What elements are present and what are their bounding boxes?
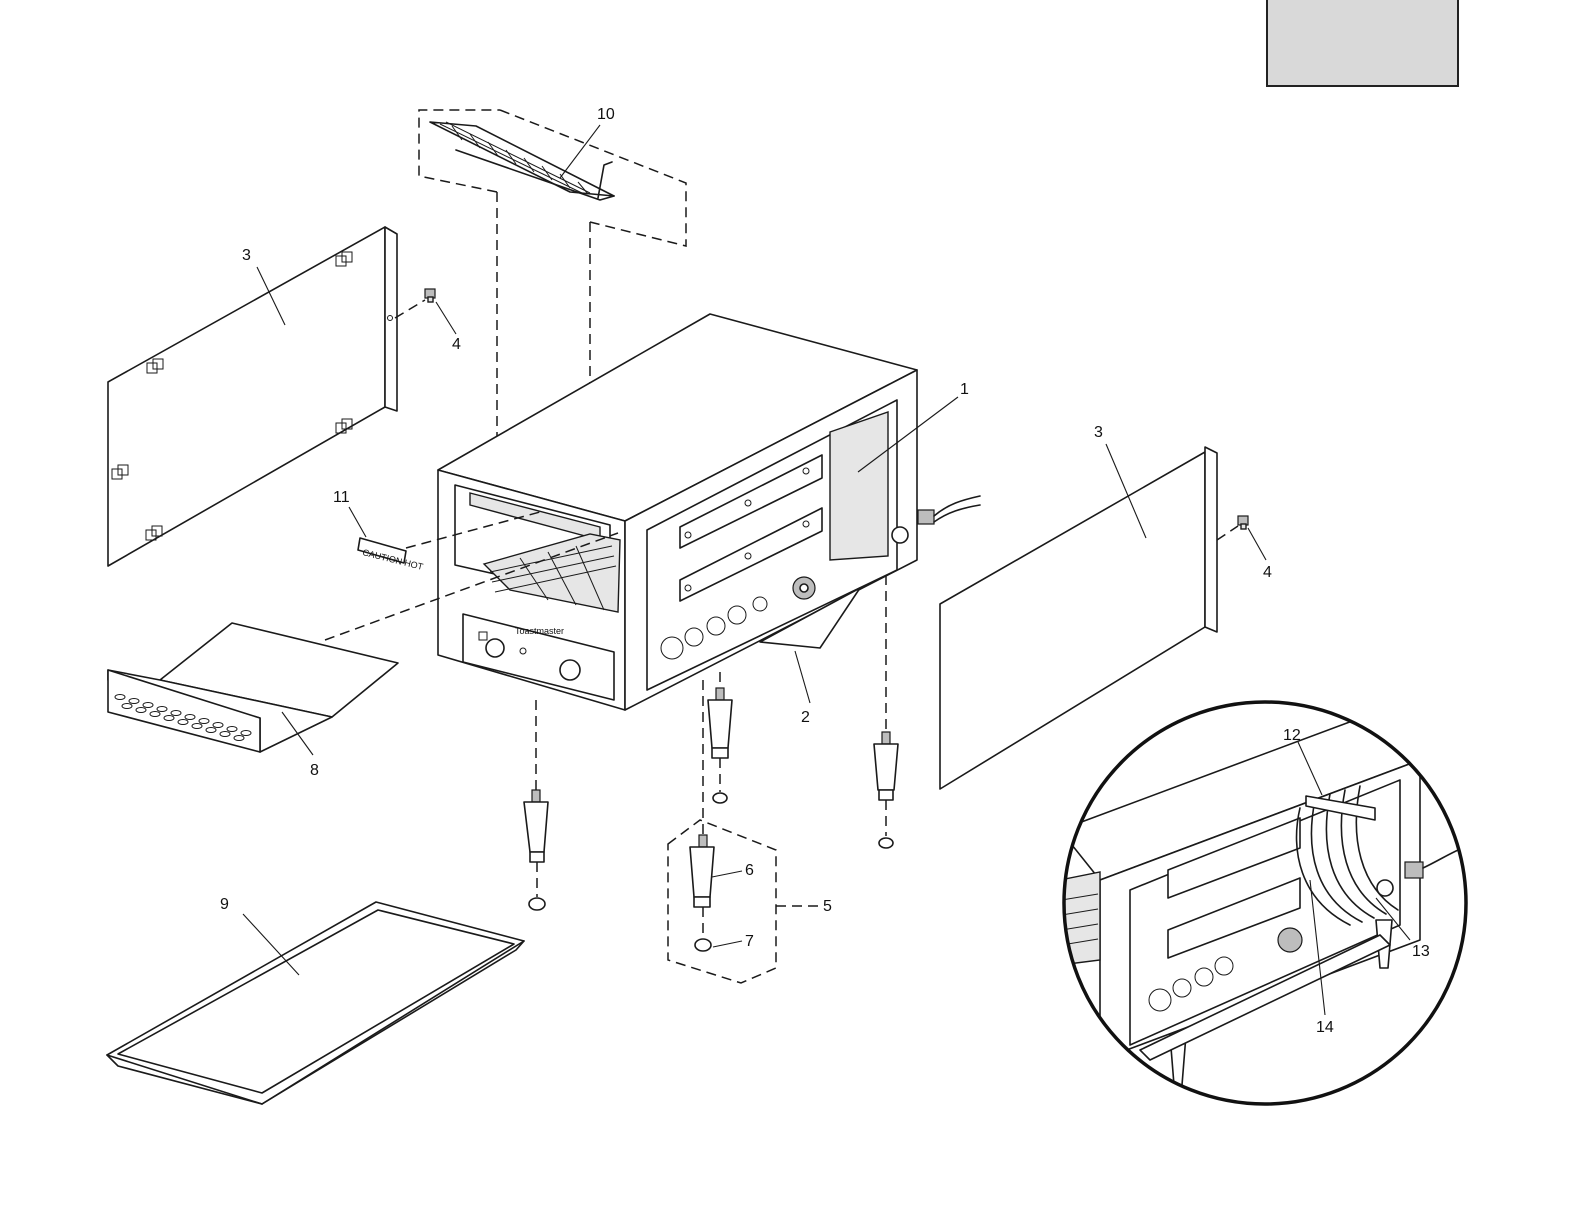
leader-6: [712, 871, 742, 877]
callout-8: 8: [310, 762, 319, 779]
leader-11: [349, 507, 366, 537]
callout-13: 13: [1412, 943, 1430, 960]
part-3-right-side-panel: [940, 447, 1217, 789]
leader-10: [560, 125, 600, 178]
callout-3-right: 3: [1094, 424, 1103, 441]
callout-2: 2: [801, 709, 810, 726]
callout-1: 1: [960, 381, 969, 398]
part-9-bottom-tray: [107, 902, 524, 1104]
leader-4b: [1248, 528, 1266, 560]
leader-4a: [436, 302, 456, 334]
callout-9: 9: [220, 896, 229, 913]
callout-4-right: 4: [1263, 564, 1272, 581]
callout-7: 7: [745, 933, 754, 950]
callout-4-left: 4: [452, 336, 461, 353]
callout-3-left: 3: [242, 247, 251, 264]
detail-view: [1060, 720, 1470, 1085]
part-4-screw-left: [395, 289, 435, 318]
leader-2: [795, 651, 810, 703]
callout-11: 11: [333, 489, 350, 506]
brand-label: Toastmaster: [515, 626, 564, 636]
callout-12: 12: [1283, 727, 1301, 744]
part-5-leg-kit: [668, 820, 776, 983]
callout-6: 6: [745, 862, 754, 879]
callout-5: 5: [823, 898, 832, 915]
callout-14: 14: [1316, 1019, 1334, 1036]
part-4-screw-right: [1217, 516, 1248, 540]
callout-10: 10: [597, 106, 615, 123]
part-1-toaster-body: Toastmaster: [438, 314, 980, 710]
leader-7: [713, 941, 742, 947]
